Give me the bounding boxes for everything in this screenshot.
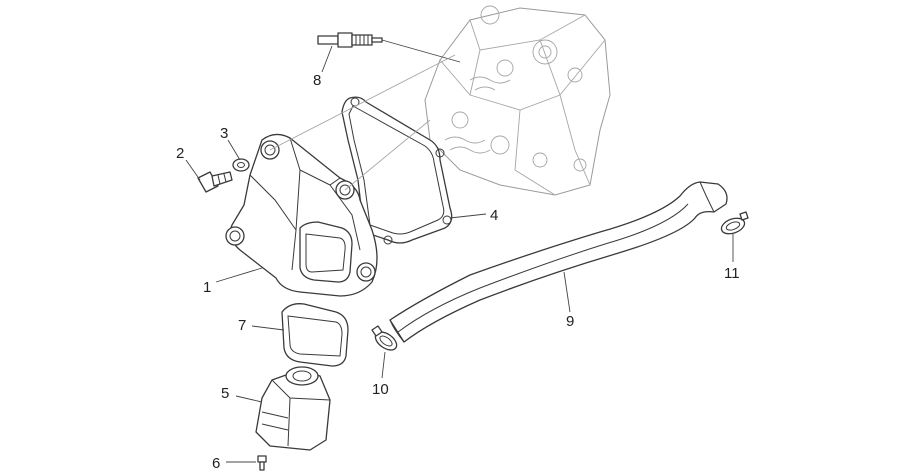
washer: [232, 158, 250, 172]
valve-cover: [225, 133, 378, 297]
callout-9: 9: [566, 313, 574, 330]
callout-2: 2: [176, 145, 184, 162]
callout-8: 8: [313, 72, 321, 89]
breather-hose: [389, 181, 728, 343]
hose-clamp-upper: [720, 211, 749, 235]
screw: [257, 455, 267, 471]
bolt: [197, 171, 233, 193]
callout-6: 6: [212, 455, 220, 472]
callout-1: 1: [203, 279, 211, 296]
spark-plug: [317, 32, 461, 63]
cover-seal: [281, 303, 349, 367]
callout-5: 5: [221, 385, 229, 402]
callout-11: 11: [724, 265, 740, 282]
leader-lines: [185, 45, 734, 463]
hose-clamp-lower: [371, 325, 398, 351]
callout-10: 10: [372, 381, 389, 398]
breather-cover: [255, 366, 331, 451]
callout-3: 3: [220, 125, 228, 142]
callout-4: 4: [490, 207, 498, 224]
cylinder-head: [424, 5, 611, 196]
callout-labels: 1 2 3 4 5 6 7 8 9 10 11: [176, 72, 740, 472]
callout-7: 7: [238, 317, 246, 334]
